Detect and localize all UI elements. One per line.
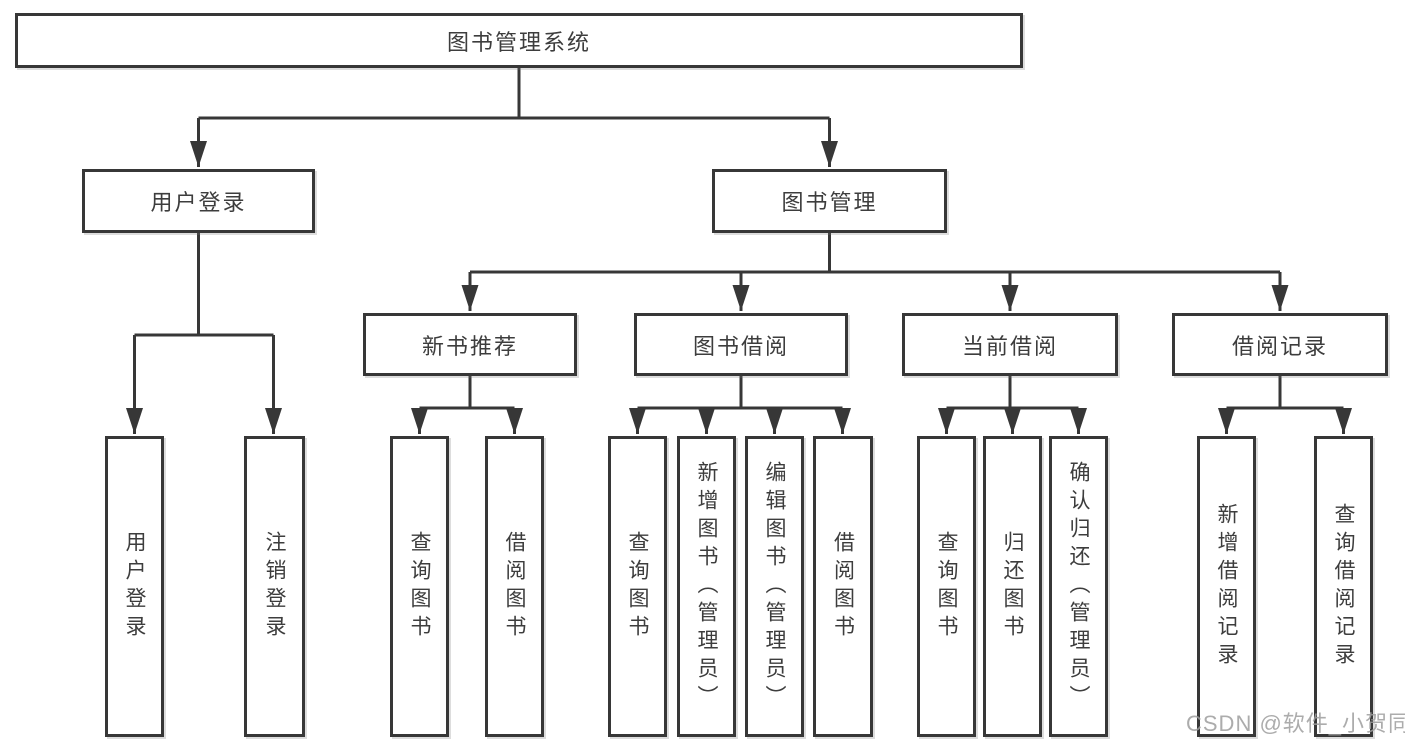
node-current-borrow-label: 当前借阅	[961, 333, 1058, 359]
leaf-query-borrow-record: 查询借阅记录	[1314, 436, 1373, 737]
node-book-borrow-label: 图书借阅	[692, 333, 789, 359]
leaf-borrow-books-recommend-label: 借阅图书	[503, 530, 526, 643]
node-new-book-recommend: 新书推荐	[363, 313, 577, 376]
node-library-system: 图书管理系统	[15, 13, 1023, 68]
leaf-logout: 注销登录	[244, 436, 305, 737]
leaf-add-borrow-record: 新增借阅记录	[1197, 436, 1256, 737]
node-user-login-label: 用户登录	[150, 190, 247, 215]
node-library-system-label: 图书管理系统	[446, 29, 591, 55]
leaf-confirm-return-admin-label: 确认归还（管理员）	[1067, 460, 1090, 713]
leaf-query-books-borrow: 查询图书	[608, 436, 667, 737]
node-borrow-records: 借阅记录	[1172, 313, 1388, 376]
leaf-add-book-admin-label: 新增图书（管理员）	[695, 460, 718, 713]
node-book-management: 图书管理	[712, 169, 947, 233]
leaf-confirm-return-admin: 确认归还（管理员）	[1049, 436, 1108, 737]
leaf-borrow-books: 借阅图书	[813, 436, 873, 737]
leaf-logout-label: 注销登录	[263, 530, 286, 643]
leaf-add-borrow-record-label: 新增借阅记录	[1215, 502, 1238, 671]
leaf-edit-book-admin: 编辑图书（管理员）	[745, 436, 804, 737]
leaf-borrow-books-recommend: 借阅图书	[485, 436, 544, 737]
leaf-query-books-recommend: 查询图书	[390, 436, 449, 737]
leaf-user-login: 用户登录	[105, 436, 164, 737]
csdn-watermark: CSDN @软件_小贺同学	[1186, 711, 1405, 736]
leaf-query-books-current-label: 查询图书	[935, 530, 958, 643]
leaf-query-books-recommend-label: 查询图书	[408, 530, 431, 643]
leaf-query-books-current: 查询图书	[917, 436, 976, 737]
node-borrow-records-label: 借阅记录	[1231, 333, 1328, 359]
node-book-borrow: 图书借阅	[634, 313, 848, 376]
leaf-add-book-admin: 新增图书（管理员）	[677, 436, 736, 737]
node-user-login: 用户登录	[82, 169, 315, 233]
leaf-borrow-books-label: 借阅图书	[831, 530, 855, 643]
leaf-return-books: 归还图书	[983, 436, 1042, 737]
node-new-book-recommend-label: 新书推荐	[421, 333, 518, 359]
leaf-query-borrow-record-label: 查询借阅记录	[1332, 502, 1355, 671]
leaf-query-books-borrow-label: 查询图书	[626, 530, 649, 643]
node-current-borrow: 当前借阅	[902, 313, 1118, 376]
leaf-edit-book-admin-label: 编辑图书（管理员）	[763, 460, 786, 713]
leaf-return-books-label: 归还图书	[1001, 530, 1024, 643]
node-book-management-label: 图书管理	[781, 190, 878, 215]
leaf-user-login-label: 用户登录	[123, 530, 146, 643]
